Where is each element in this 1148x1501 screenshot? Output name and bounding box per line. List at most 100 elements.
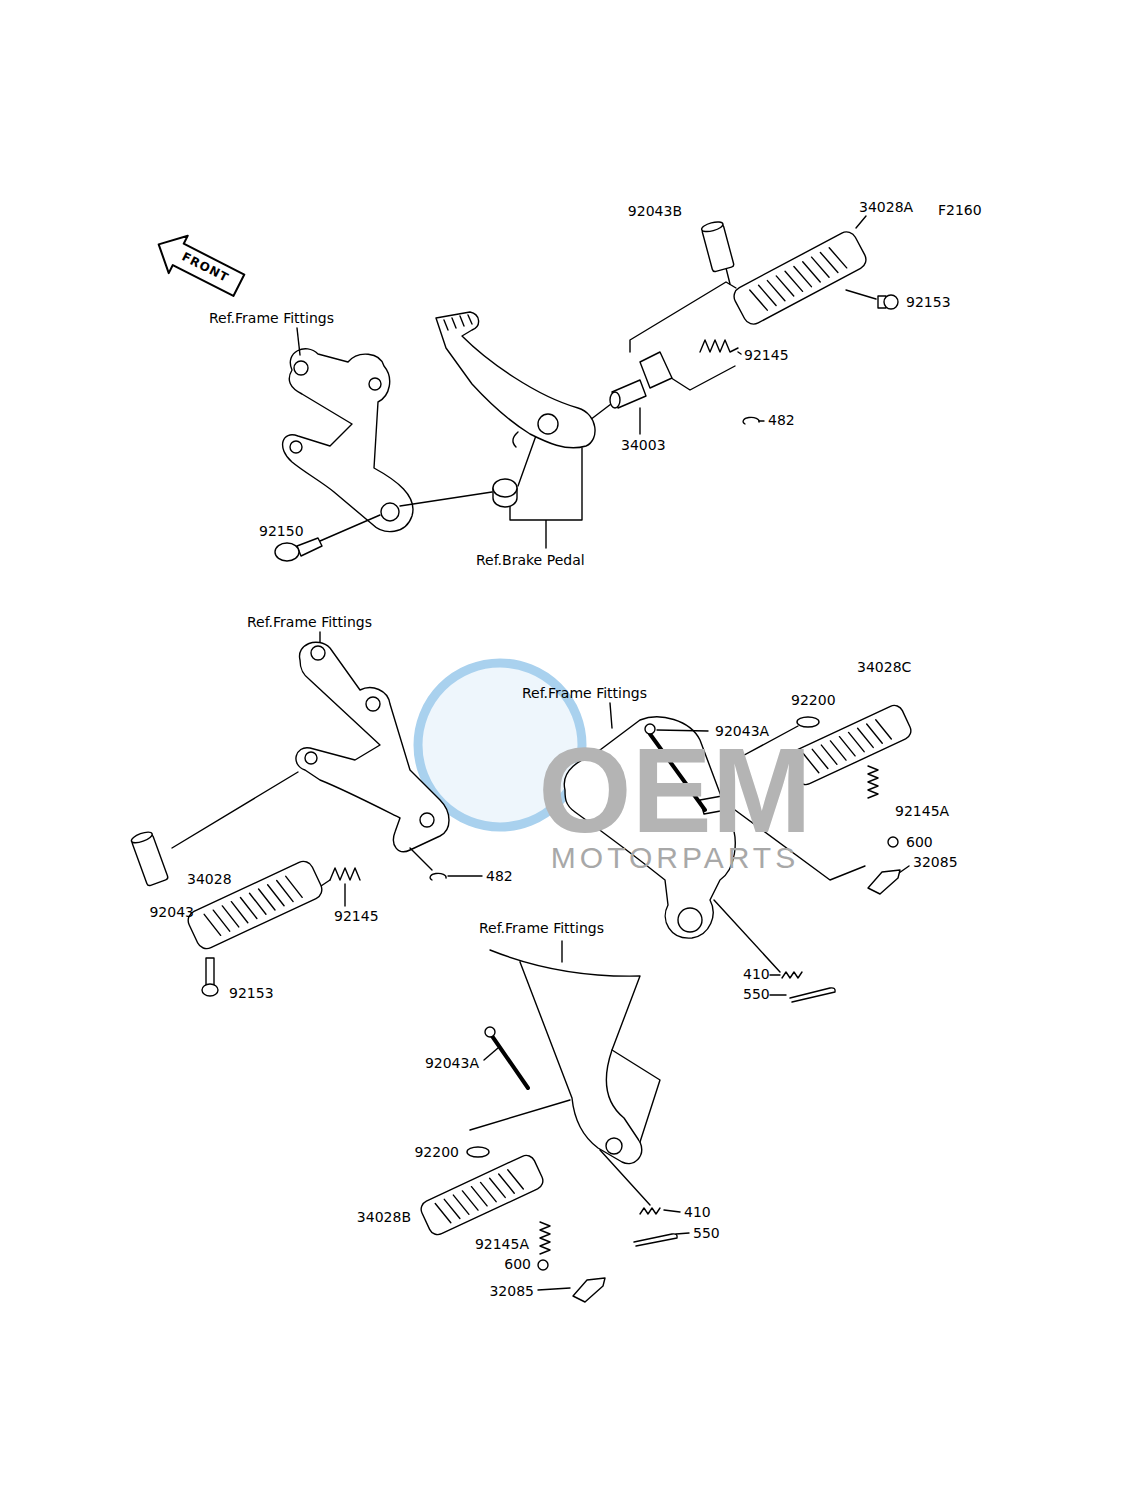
spring [330, 868, 360, 880]
footpeg [185, 858, 325, 952]
bolt [884, 295, 898, 309]
brake-pedal [513, 432, 518, 447]
ball [538, 1260, 548, 1270]
callout-number: 34028 [186, 871, 233, 887]
washer [467, 1147, 489, 1157]
callout-number: 92043B [627, 203, 683, 219]
footpeg [418, 1152, 546, 1237]
callout-number: 92145 [333, 908, 380, 924]
leader-line [590, 404, 611, 420]
spring [782, 972, 802, 978]
callout-number: 92145A [474, 1236, 530, 1252]
callout-number: 92043 [148, 904, 195, 920]
leader-line [770, 994, 786, 995]
leader-line [600, 1150, 650, 1205]
leader-line [561, 941, 562, 962]
frame-bracket [678, 908, 702, 932]
footpeg [750, 245, 847, 313]
watermark: OEM [538, 730, 811, 850]
callout-number: 600 [905, 834, 934, 850]
leader-line [538, 1288, 570, 1290]
callout-number: 34028B [356, 1209, 412, 1225]
callout-number: 32085 [488, 1283, 535, 1299]
frame-bracket [612, 1050, 660, 1142]
leader-line [738, 352, 741, 354]
callout-number: 410 [683, 1204, 712, 1220]
spring [540, 1222, 550, 1254]
spring [700, 340, 738, 352]
leader-line [726, 268, 730, 284]
footpeg [185, 858, 325, 952]
frame-bracket [420, 813, 434, 827]
frame-bracket [369, 378, 381, 390]
reference-note: Ref.Frame Fittings [208, 310, 335, 326]
callout-number: 92145A [894, 803, 950, 819]
callout-number: 34028A [858, 199, 914, 215]
cotter-pin [790, 988, 835, 1002]
cotter-pin [790, 988, 835, 1002]
reference-note: Ref.Brake Pedal [475, 552, 586, 568]
reference-note: Ref.Frame Fittings [478, 920, 605, 936]
frame-bracket [311, 646, 325, 660]
cotter-pin [634, 1234, 677, 1246]
detent-plate [573, 1278, 605, 1302]
frame-bracket [283, 349, 413, 532]
callout-number: 92200 [790, 692, 837, 708]
leader-line [410, 848, 432, 870]
bolt [202, 958, 218, 996]
brake-pedal [436, 312, 595, 448]
frame-bracket [305, 752, 317, 764]
footpeg [435, 1167, 523, 1225]
callout-number: 32085 [912, 854, 959, 870]
ball [888, 837, 898, 847]
bolt [297, 538, 322, 556]
ball [538, 1260, 548, 1270]
front-arrow [149, 226, 248, 304]
leader-line [899, 866, 909, 873]
clip [430, 873, 446, 880]
bushing [493, 479, 517, 497]
frame-bracket [606, 1138, 622, 1154]
callout-number: 92145 [743, 347, 790, 363]
footpeg-holder [640, 352, 672, 388]
frame-bracket [366, 697, 380, 711]
frame-bracket [296, 642, 449, 851]
leader-line [448, 875, 482, 876]
leader-line [510, 448, 582, 548]
leader-line [770, 974, 780, 975]
frame-bracket [381, 503, 399, 521]
footpeg [803, 717, 891, 775]
pin [492, 1036, 528, 1088]
front-arrow [149, 226, 248, 304]
leader-line [320, 515, 380, 541]
pin [485, 1027, 495, 1037]
callout-number: 92153 [228, 985, 275, 1001]
cotter-pin [634, 1234, 677, 1246]
callout-number: 92200 [413, 1144, 460, 1160]
pin [701, 220, 724, 233]
callout-number: 34003 [620, 437, 667, 453]
brake-pedal [444, 315, 472, 330]
pin [130, 830, 168, 886]
detent-plate [868, 870, 900, 894]
bolt [202, 984, 218, 996]
bolt [275, 538, 322, 561]
clip [743, 417, 759, 424]
footpeg [731, 228, 870, 327]
leader-line [856, 216, 866, 228]
brake-pedal [436, 312, 595, 448]
callout-number: 600 [503, 1256, 532, 1272]
detent-plate [573, 1278, 605, 1302]
detent-plate [868, 870, 900, 894]
callout-number: 92043A [424, 1055, 480, 1071]
spring [540, 1222, 550, 1254]
callout-number: 92150 [258, 523, 305, 539]
watermark: MOTORPARTS [551, 843, 799, 873]
bolt [878, 295, 898, 309]
leader-line [846, 290, 876, 299]
callout-number: 92153 [905, 294, 952, 310]
frame-bracket [296, 642, 449, 851]
leader-line [400, 492, 492, 506]
frame-bracket [290, 441, 302, 453]
leader-line [319, 632, 320, 642]
